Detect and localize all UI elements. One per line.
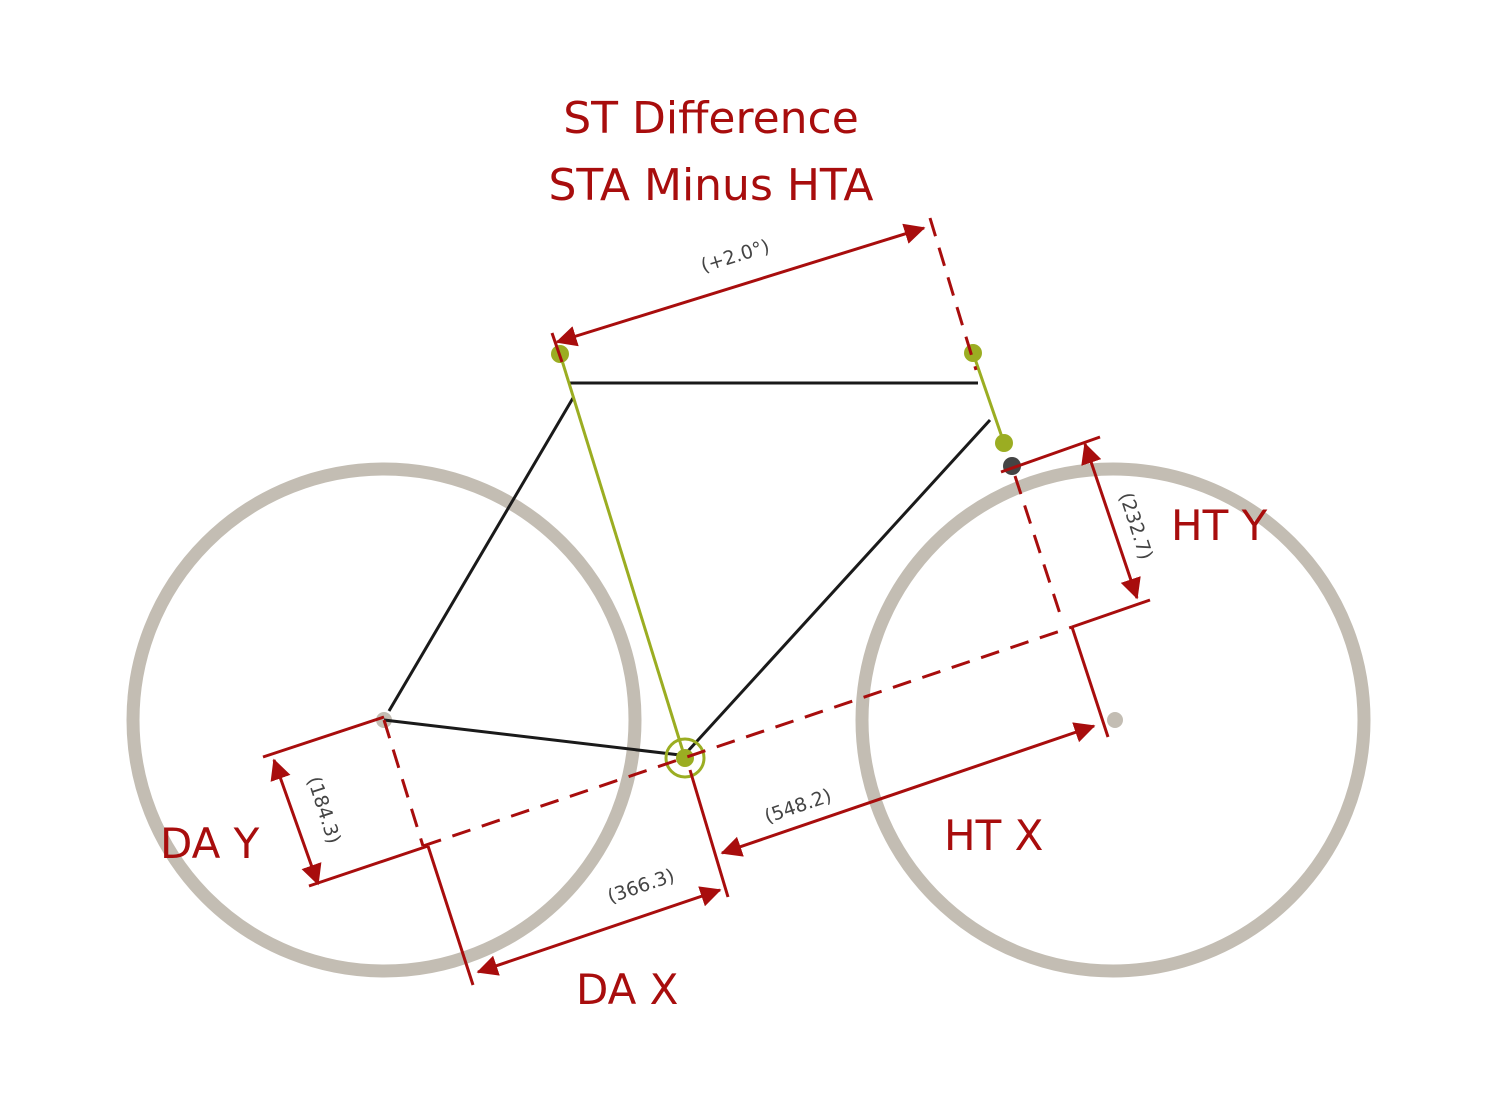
ht-x-bb-ext — [688, 769, 730, 898]
da-y-top-ext — [262, 715, 385, 759]
rear-wheel — [126, 462, 642, 978]
ht-y-arrow — [1081, 442, 1141, 600]
seat-stay — [387, 397, 575, 712]
front-axle — [1107, 712, 1123, 728]
ht-y-dashed — [1013, 475, 1064, 621]
ht-y-bottom-ext — [1071, 598, 1151, 629]
chain-stay — [383, 718, 681, 757]
ht-x-arrow — [720, 722, 1096, 857]
da-y-bottom-ext — [308, 844, 429, 888]
seat-tube-line — [558, 353, 687, 759]
down-tube — [686, 418, 992, 753]
da-y-arrow — [270, 758, 322, 886]
da-y-dashed — [382, 719, 425, 847]
head-tube-top-dot — [964, 344, 982, 362]
st-diff-tick — [550, 332, 564, 363]
head-tube-bottom-dot — [995, 434, 1013, 452]
bottom-bracket-dot — [676, 749, 694, 767]
title-line-1: ST Difference — [563, 93, 859, 144]
frame — [383, 381, 992, 757]
da-y-label: DA Y — [160, 819, 260, 868]
title-line-2: STA Minus HTA — [549, 160, 874, 211]
ht-x-ext — [1070, 626, 1110, 738]
st-diff-arrow — [555, 223, 926, 347]
st-difference-value: (+2.0°) — [698, 235, 772, 277]
ht-x-value: (548.2) — [762, 785, 835, 828]
st-diff-dashed — [928, 217, 978, 371]
ht-x-label: HT X — [944, 811, 1043, 860]
bottom-bracket-ring — [664, 737, 706, 779]
da-x-label: DA X — [576, 965, 678, 1014]
seat-tube-lines — [558, 352, 1006, 779]
da-x-arrow — [476, 886, 722, 976]
ht-y-label: HT Y — [1171, 501, 1268, 550]
da-x-value: (366.3) — [605, 865, 678, 908]
da-x-ext — [426, 845, 475, 986]
da-y-value: (184.3) — [303, 774, 345, 847]
head-tube-line — [971, 352, 1006, 444]
measurement-lines — [262, 217, 1151, 986]
